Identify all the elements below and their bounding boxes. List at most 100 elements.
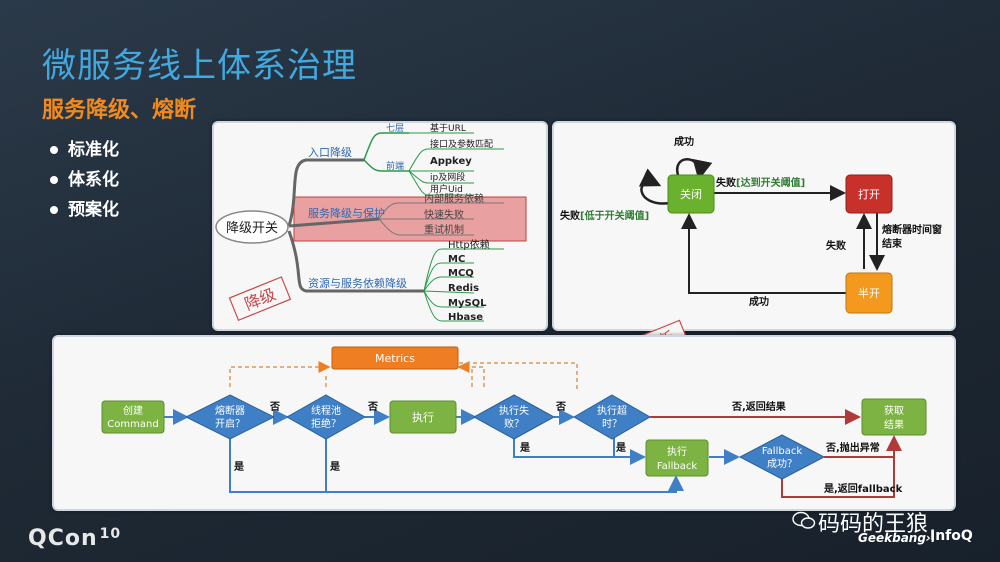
leaf-params: 接口及参数匹配 — [430, 138, 493, 150]
branch-resource-degrade: 资源与服务依赖降级 — [308, 276, 407, 290]
leaf-uid: 用户Uid — [430, 183, 463, 195]
edge-label-no: 否 — [555, 401, 566, 413]
leaf-redis: Redis — [448, 283, 479, 294]
leaf-internal-deps: 内部服务依赖 — [424, 192, 484, 205]
breaker-open-label: 开启？ — [215, 417, 245, 430]
branch-service-protection: 服务降级与保护 — [308, 206, 385, 220]
exec-fail-label: 执行失 — [499, 404, 529, 417]
sub-frontend: 前端 — [386, 160, 404, 172]
state-closed-label: 关闭 — [680, 187, 702, 201]
svg-text:降级: 降级 — [242, 284, 279, 314]
fallback-success-label: Fallback — [762, 446, 802, 457]
slide-title: 微服务线上体系治理 — [42, 46, 357, 86]
branch-line — [287, 230, 424, 293]
circuit-breaker-state-panel: 关闭 打开 半开 成功 失败[达到开关阈值] 失败[低于开关阈值] 熔断器时间窗… — [552, 121, 956, 331]
branch-entry-degrade: 入口降级 — [308, 145, 352, 159]
bullet-dot-icon — [50, 146, 58, 154]
transition-timeout-line2: 结束 — [882, 237, 903, 250]
leaf-ip: ip及网段 — [430, 171, 465, 183]
get-result-node — [861, 398, 927, 436]
transition-threshold-label: [达到开关阈值] — [736, 176, 805, 189]
exec-fail-decision — [472, 394, 556, 440]
leaf-http: Http依赖 — [448, 238, 490, 251]
edge-label-no-throw: 否,抛出异常 — [825, 441, 880, 454]
branch-line — [287, 158, 364, 227]
hystrix-flow-diagram: 创建 Command 熔断器 开启？ 线程池 拒绝？ 执行 执行失 败？ 执行超… — [101, 346, 927, 498]
leaf-mysql: MySQL — [448, 298, 487, 309]
leaf-appkey: Appkey — [430, 156, 472, 167]
slide-subtitle: 服务降级、熔断 — [42, 98, 197, 123]
edge-label-yes: 是 — [233, 461, 244, 473]
transition-fail-below-label: 失败 — [560, 209, 580, 222]
breaker-open-decision — [184, 394, 276, 440]
transition-success-close: 成功 — [749, 295, 769, 308]
svg-text:失败[达到开关阈值]: 失败[达到开关阈值] — [716, 176, 805, 189]
pool-reject-label: 拒绝？ — [311, 417, 341, 430]
exec-fallback-node — [645, 439, 709, 477]
create-command-label: Command — [107, 419, 158, 430]
state-half-open-node — [845, 272, 893, 314]
bullet-item: 标准化 — [50, 135, 119, 160]
edge-label-no: 否 — [367, 401, 378, 413]
metrics-node — [331, 346, 459, 370]
state-closed-node — [667, 174, 715, 214]
create-command-label: 创建 — [123, 404, 143, 417]
bullet-item: 预案化 — [50, 195, 119, 220]
leaf-hbase: Hbase — [448, 312, 483, 323]
mindmap-root-node — [215, 210, 289, 244]
transition-below-threshold-label: [低于开关阈值] — [580, 209, 649, 222]
transition-success-self: 成功 — [674, 135, 694, 148]
transition-timeout-line1: 熔断器时间窗 — [882, 223, 942, 236]
state-open-label: 打开 — [858, 187, 880, 201]
exec-fallback-label: 执行 — [667, 445, 687, 458]
pool-reject-decision — [285, 394, 367, 440]
bullet-label: 预案化 — [68, 200, 119, 220]
exec-timeout-label: 时？ — [602, 418, 622, 430]
state-half-open-label: 半开 — [858, 286, 880, 300]
create-command-node — [101, 400, 165, 434]
exec-fallback-label: Fallback — [657, 461, 697, 472]
transition-fail-back: 失败 — [826, 239, 846, 252]
fallback-success-decision — [738, 434, 826, 480]
circuit-breaker-state-diagram: 关闭 打开 半开 成功 失败[达到开关阈值] 失败[低于开关阈值] 熔断器时间窗… — [560, 135, 942, 314]
pool-reject-label: 线程池 — [311, 404, 341, 417]
fallback-success-label: 成功？ — [767, 458, 797, 470]
degrade-mindmap: 降级开关 入口降级 服务降级与保护 资源与服务依赖降级 七层 前端 基于URL … — [215, 122, 527, 323]
hystrix-flow-panel: 创建 Command 熔断器 开启？ 线程池 拒绝？ 执行 执行失 败？ 执行超… — [52, 335, 956, 511]
get-result-label: 获取 — [884, 405, 904, 417]
state-open-node — [845, 174, 893, 214]
metrics-label: Metrics — [375, 352, 415, 365]
edge-label-no: 否 — [269, 401, 280, 413]
leaf-retry: 重试机制 — [424, 223, 464, 236]
transition-fail-label: 失败 — [716, 176, 736, 189]
svg-text:失败[低于开关阈值]: 失败[低于开关阈值] — [560, 209, 649, 222]
exec-fail-label: 败？ — [504, 417, 524, 430]
mindmap-root-label: 降级开关 — [226, 221, 278, 236]
edge-label-yes: 是 — [329, 461, 340, 473]
bullet-dot-icon — [50, 176, 58, 184]
leaf-mcq: MCQ — [448, 268, 474, 279]
edge-label-yes: 是 — [615, 442, 626, 454]
get-result-label: 结果 — [884, 418, 904, 431]
branch-line — [288, 217, 380, 228]
execute-label: 执行 — [412, 410, 434, 424]
bullet-label: 标准化 — [68, 140, 119, 160]
geekbang-logo: Geekbang›. — [858, 531, 936, 545]
execute-node — [389, 400, 457, 434]
infoq-logo: InfoQ — [930, 528, 973, 544]
leaf-fast-fail: 快速失败 — [424, 208, 464, 221]
bullet-item: 体系化 — [50, 165, 119, 190]
bullet-label: 体系化 — [68, 170, 119, 190]
leaf-url: 基于URL — [430, 123, 466, 134]
wechat-account-name: 码码的王狼 — [818, 512, 929, 537]
edge-label-yes: 是 — [519, 442, 530, 454]
exec-timeout-label: 执行超 — [597, 404, 627, 417]
sub-layer7: 七层 — [386, 123, 404, 134]
leaf-mc: MC — [448, 254, 465, 265]
edge-label-yes-return-fallback: 是,返回fallback — [823, 482, 903, 495]
degrade-stamp: 降级 — [228, 276, 292, 322]
edge-label-no-return: 否,返回结果 — [731, 400, 787, 413]
wechat-icon — [792, 511, 816, 529]
degrade-mindmap-panel: 降级开关 入口降级 服务降级与保护 资源与服务依赖降级 七层 前端 基于URL … — [212, 121, 548, 331]
breaker-open-label: 熔断器 — [215, 404, 245, 417]
